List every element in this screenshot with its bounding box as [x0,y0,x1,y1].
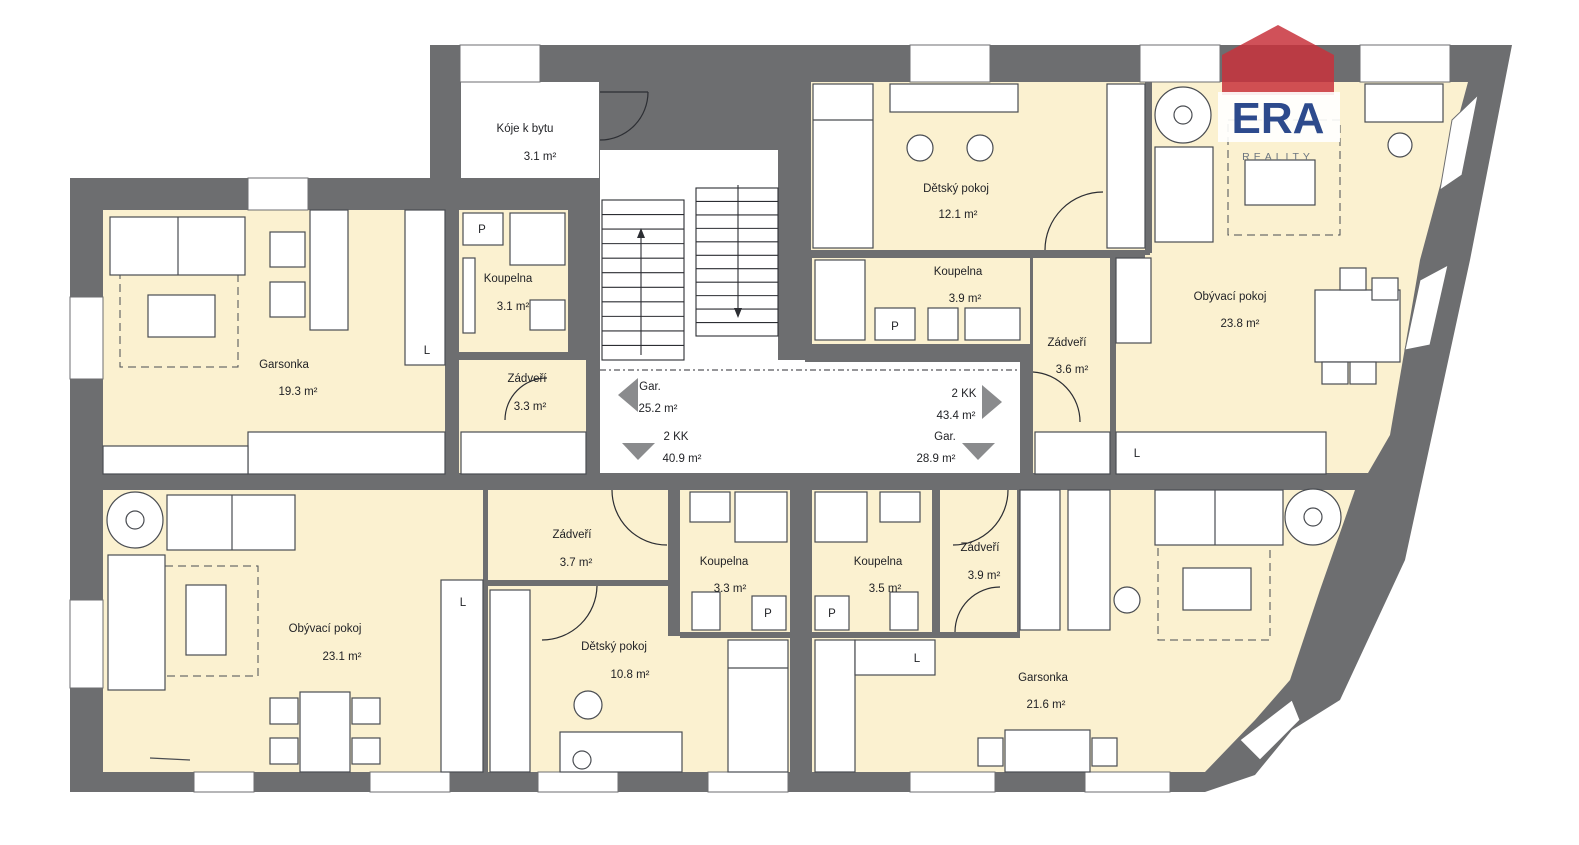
unit-name-gar-left: Gar. [639,381,661,393]
furniture [102,83,1444,773]
fixture-l-2: L [1134,448,1141,460]
room-name-koupelna-3-9: Koupelna [934,266,983,278]
room-labels: Kóje k bytu 3.1 m² Dětský pokoj 12.1 m² … [259,123,1266,711]
unit-area-2kk-right: 43.4 m² [937,410,976,422]
unit-name-gar-right: Gar. [934,431,956,443]
fixture-p-4: P [828,608,836,620]
unit-labels: Gar. 25.2 m² 2 KK 40.9 m² 2 KK 43.4 m² G… [639,381,977,465]
unit-direction-arrows [600,369,1020,460]
room-area-obyvaci-pokoj-top: 23.8 m² [1221,318,1260,330]
room-area-detsky-pokoj-bottom: 10.8 m² [611,669,650,681]
room-area-zadveri-3-6: 3.6 m² [1056,364,1089,376]
room-area-obyvaci-pokoj-bottom: 23.1 m² [323,651,362,663]
fixture-p-1: P [478,224,486,236]
room-name-koje: Kóje k bytu [497,123,554,135]
room-name-garsonka-top: Garsonka [259,359,309,371]
room-area-koupelna-3-3: 3.3 m² [714,583,747,595]
room-area-garsonka-bottom: 21.6 m² [1027,699,1066,711]
fixture-p-3: P [764,608,772,620]
room-name-garsonka-bottom: Garsonka [1018,672,1068,684]
room-name-koupelna-3-3: Koupelna [700,556,749,568]
logo-sub: REALITY [1242,151,1314,163]
room-area-zadveri-3-7: 3.7 m² [560,557,593,569]
room-name-zadveri-3-9: Zádveří [961,542,1001,554]
fixture-l-4: L [914,653,921,665]
room-name-zadveri-3-3: Zádveří [508,373,548,385]
room-name-obyvaci-pokoj-bottom: Obývací pokoj [289,623,362,635]
room-area-zadveri-3-9: 3.9 m² [968,570,1001,582]
staircase [601,185,779,361]
room-name-koupelna-3-1: Koupelna [484,273,533,285]
room-name-zadveri-3-6: Zádveří [1048,337,1088,349]
unit-name-2kk-left: 2 KK [664,431,689,443]
fixture-l-3: L [460,597,467,609]
room-name-obyvaci-pokoj-top: Obývací pokoj [1194,291,1267,303]
room-name-koupelna-3-5: Koupelna [854,556,903,568]
room-area-detsky-pokoj-top: 12.1 m² [939,209,978,221]
logo-roof-icon [1222,25,1334,95]
room-area-garsonka-top: 19.3 m² [279,386,318,398]
unit-area-gar-right: 28.9 m² [917,453,956,465]
room-area-koje: 3.1 m² [524,151,557,163]
room-name-detsky-pokoj-bottom: Dětský pokoj [581,641,647,653]
fixture-l-1: L [424,345,431,357]
room-area-koupelna-3-9: 3.9 m² [949,293,982,305]
unit-area-2kk-left: 40.9 m² [663,453,702,465]
interior-walls [70,75,1370,772]
room-area-koupelna-3-1: 3.1 m² [497,301,530,313]
fixture-markers: P P P P L L L L [424,224,1141,665]
room-name-detsky-pokoj-top: Dětský pokoj [923,183,989,195]
unit-area-gar-left: 25.2 m² [639,403,678,415]
fixture-p-2: P [891,321,899,333]
windows [69,44,1479,793]
era-logo: ERA REALITY [1218,25,1340,163]
logo-brand: ERA [1232,94,1325,143]
room-area-zadveri-3-3: 3.3 m² [514,401,547,413]
room-area-koupelna-3-5: 3.5 m² [869,583,902,595]
room-name-zadveri-3-7: Zádveří [553,529,593,541]
unit-name-2kk-right: 2 KK [952,388,977,400]
